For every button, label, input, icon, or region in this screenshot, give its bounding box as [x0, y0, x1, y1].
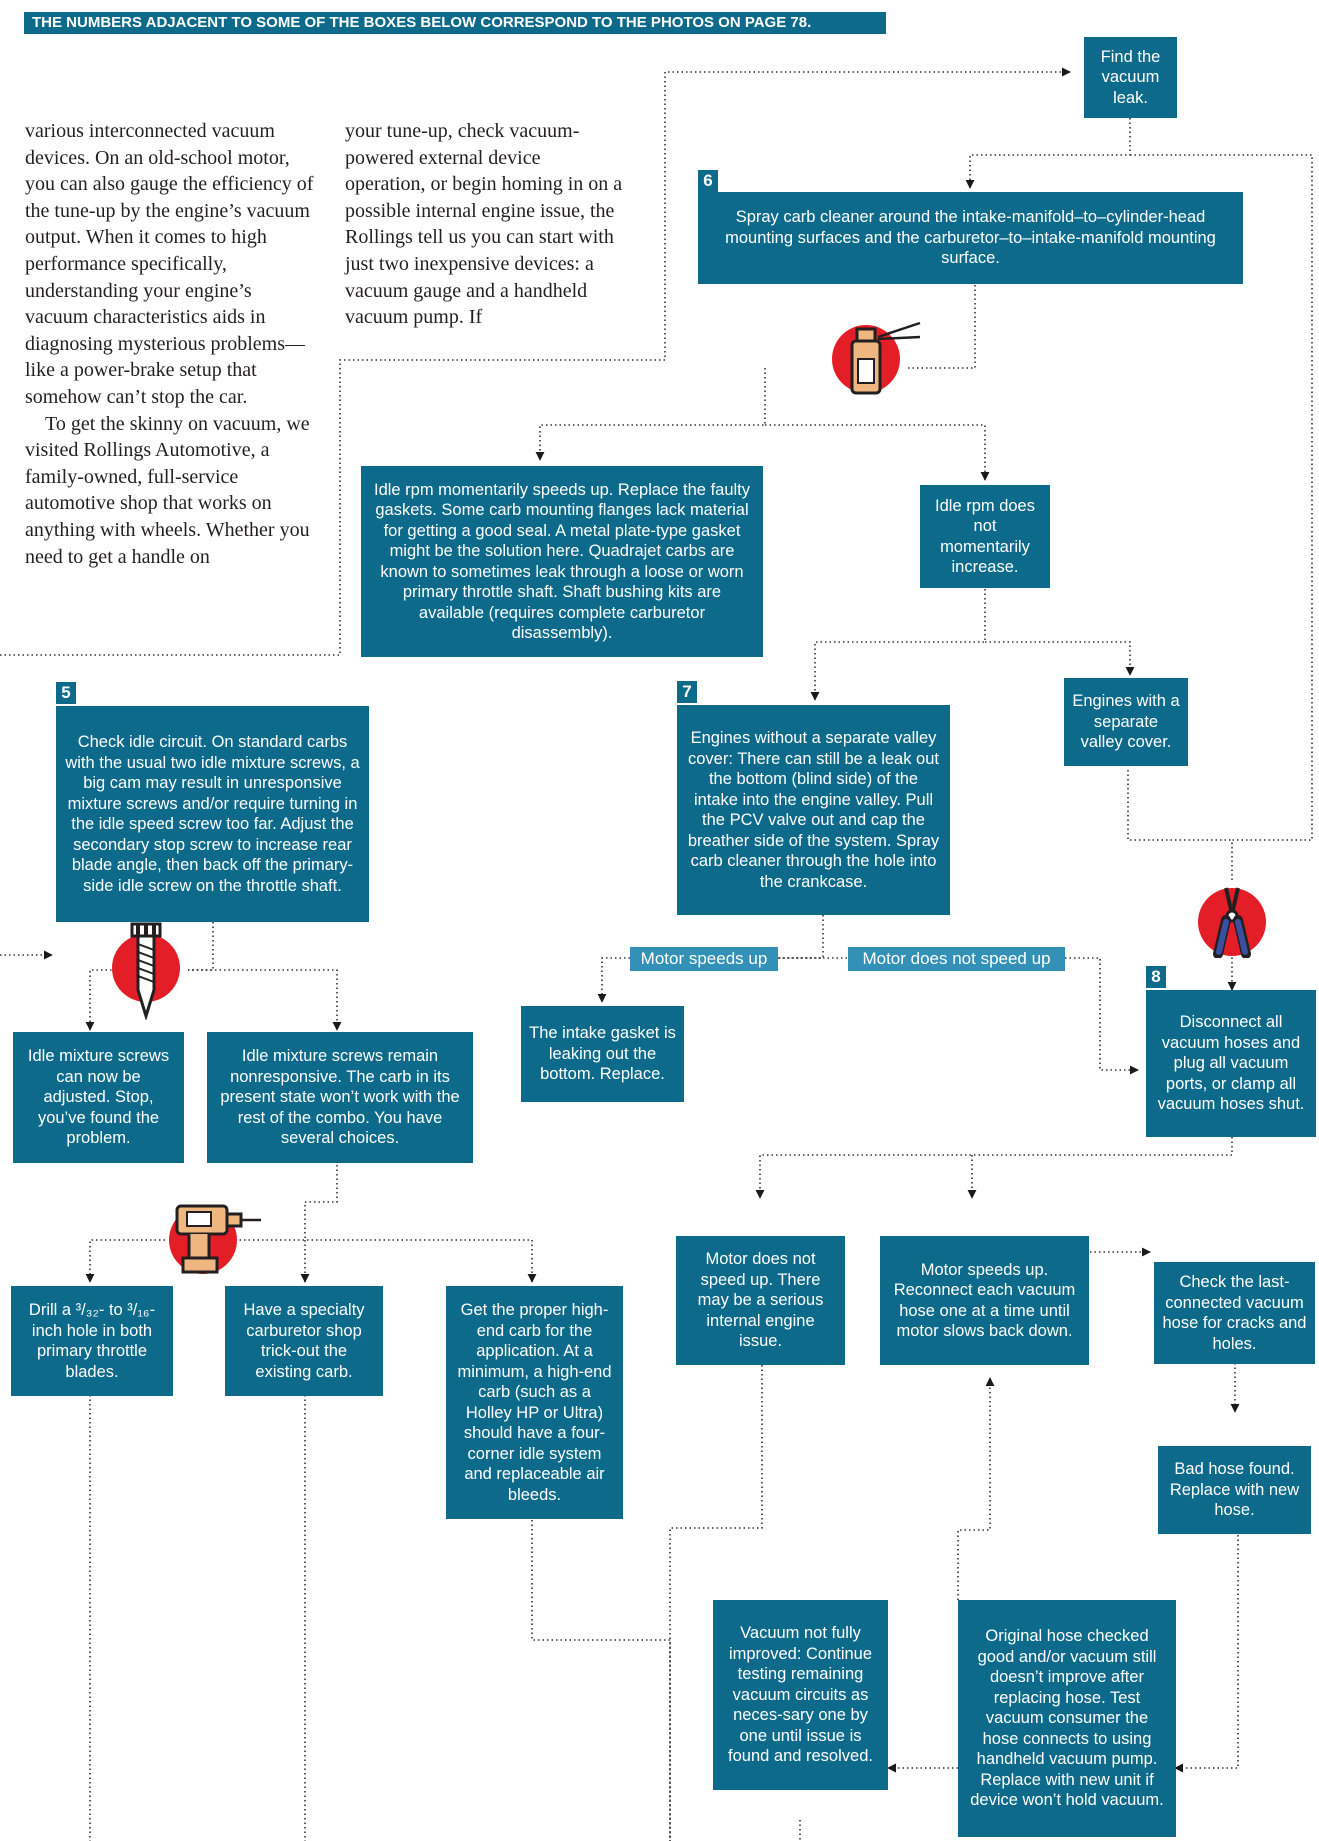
article-column-1: various interconnected vacuum devices. O… [25, 118, 317, 570]
box-text: Check idle circuit. On standard carbs wi… [65, 733, 360, 895]
box-bad-hose-found: Bad hose found. Replace with new hose. [1158, 1446, 1311, 1534]
box-text: Idle rpm momentarily speeds up. Replace … [373, 480, 751, 643]
article-paragraph-3: your tune-up, check vacuum-powered exter… [345, 120, 623, 329]
hose-clamp-pliers-icon [1198, 887, 1266, 958]
box-original-hose-good: Original hose checked good and/or vacuum… [958, 1600, 1176, 1837]
badge-step-8: 8 [1146, 966, 1166, 988]
box-engines-with-valley-cover: Engines with a separate valley cover. [1064, 678, 1188, 766]
box-drill-hole: Drill a ³/₃₂- to ³/₁₆-inch hole in both … [11, 1286, 173, 1396]
box-text: Drill a ³/₃₂- to ³/₁₆-inch hole in both … [28, 1301, 156, 1381]
article-paragraph-2: To get the skinny on vacuum, we visited … [25, 412, 310, 568]
article-paragraph-1: various interconnected vacuum devices. O… [25, 120, 314, 408]
box-idle-no-increase: Idle rpm does not momentarily increase. [920, 485, 1050, 588]
box-text: Original hose checked good and/or vacuum… [970, 1627, 1164, 1810]
spray-can-icon [832, 321, 921, 395]
box-vacuum-not-improved: Vacuum not fully improved: Continue test… [713, 1600, 888, 1790]
box-idle-speeds-up: Idle rpm momentarily speeds up. Replace … [361, 466, 763, 657]
badge-step-5: 5 [56, 682, 76, 704]
box-reconnect-hoses: Motor speeds up. Reconnect each vacuum h… [880, 1236, 1089, 1365]
article-column-2: your tune-up, check vacuum-powered exter… [345, 118, 625, 331]
box-text: Engines without a separate valley cover:… [687, 729, 940, 891]
box-intake-gasket: The intake gasket is leaking out the bot… [521, 1006, 684, 1102]
box-text: Motor does not speed up. There may be a … [697, 1250, 824, 1351]
box-text: Idle mixture screws remain nonresponsive… [220, 1047, 460, 1148]
label-motor-speeds-up: Motor speeds up [630, 947, 778, 971]
box-check-last-hose: Check the last-connected vacuum hose for… [1154, 1262, 1315, 1364]
box-text: Idle mixture screws can now be adjusted.… [27, 1047, 170, 1148]
box-text: Motor speeds up. Reconnect each vacuum h… [893, 1260, 1076, 1341]
box-idle-mixture-nonresponsive: Idle mixture screws remain nonresponsive… [207, 1032, 473, 1163]
box-specialty-shop: Have a specialty carburetor shop trick-o… [225, 1286, 383, 1396]
box-text: Vacuum not fully improved: Continue test… [728, 1624, 873, 1766]
box-idle-mixture-adjusted: Idle mixture screws can now be adjusted.… [13, 1032, 184, 1163]
box-text: Idle rpm does not momentarily increase. [935, 496, 1035, 577]
box-text: Disconnect all vacuum hoses and plug all… [1157, 1013, 1305, 1114]
box-check-idle-circuit: Check idle circuit. On standard carbs wi… [56, 706, 369, 922]
box-find-leak: Find the vacuum leak. [1084, 37, 1177, 118]
box-disconnect-hoses: Disconnect all vacuum hoses and plug all… [1146, 990, 1316, 1137]
drill-icon [169, 1204, 261, 1274]
box-text: Bad hose found. Replace with new hose. [1169, 1460, 1300, 1520]
box-text: Have a specialty carburetor shop trick-o… [243, 1301, 365, 1381]
box-text: Spray carb cleaner around the intake-man… [725, 208, 1216, 268]
box-text: Engines with a separate valley cover. [1072, 692, 1180, 752]
badge-step-7: 7 [677, 681, 697, 703]
box-spray-carb: Spray carb cleaner around the intake-man… [698, 192, 1243, 284]
screw-icon [112, 922, 180, 1020]
box-text: The intake gasket is leaking out the bot… [529, 1024, 676, 1084]
badge-step-6: 6 [698, 170, 718, 192]
label-motor-does-not-speed-up: Motor does not speed up [848, 947, 1065, 971]
box-text: Check the last-connected vacuum hose for… [1162, 1273, 1307, 1353]
box-text: Get the proper high-end carb for the app… [457, 1301, 612, 1504]
page-banner: THE NUMBERS ADJACENT TO SOME OF THE BOXE… [24, 12, 886, 34]
box-proper-carb: Get the proper high-end carb for the app… [446, 1286, 623, 1519]
box-text: Find the vacuum leak. [1100, 47, 1161, 107]
box-engines-without-valley-cover: Engines without a separate valley cover:… [677, 705, 950, 915]
box-motor-not-speed-up: Motor does not speed up. There may be a … [676, 1236, 845, 1365]
